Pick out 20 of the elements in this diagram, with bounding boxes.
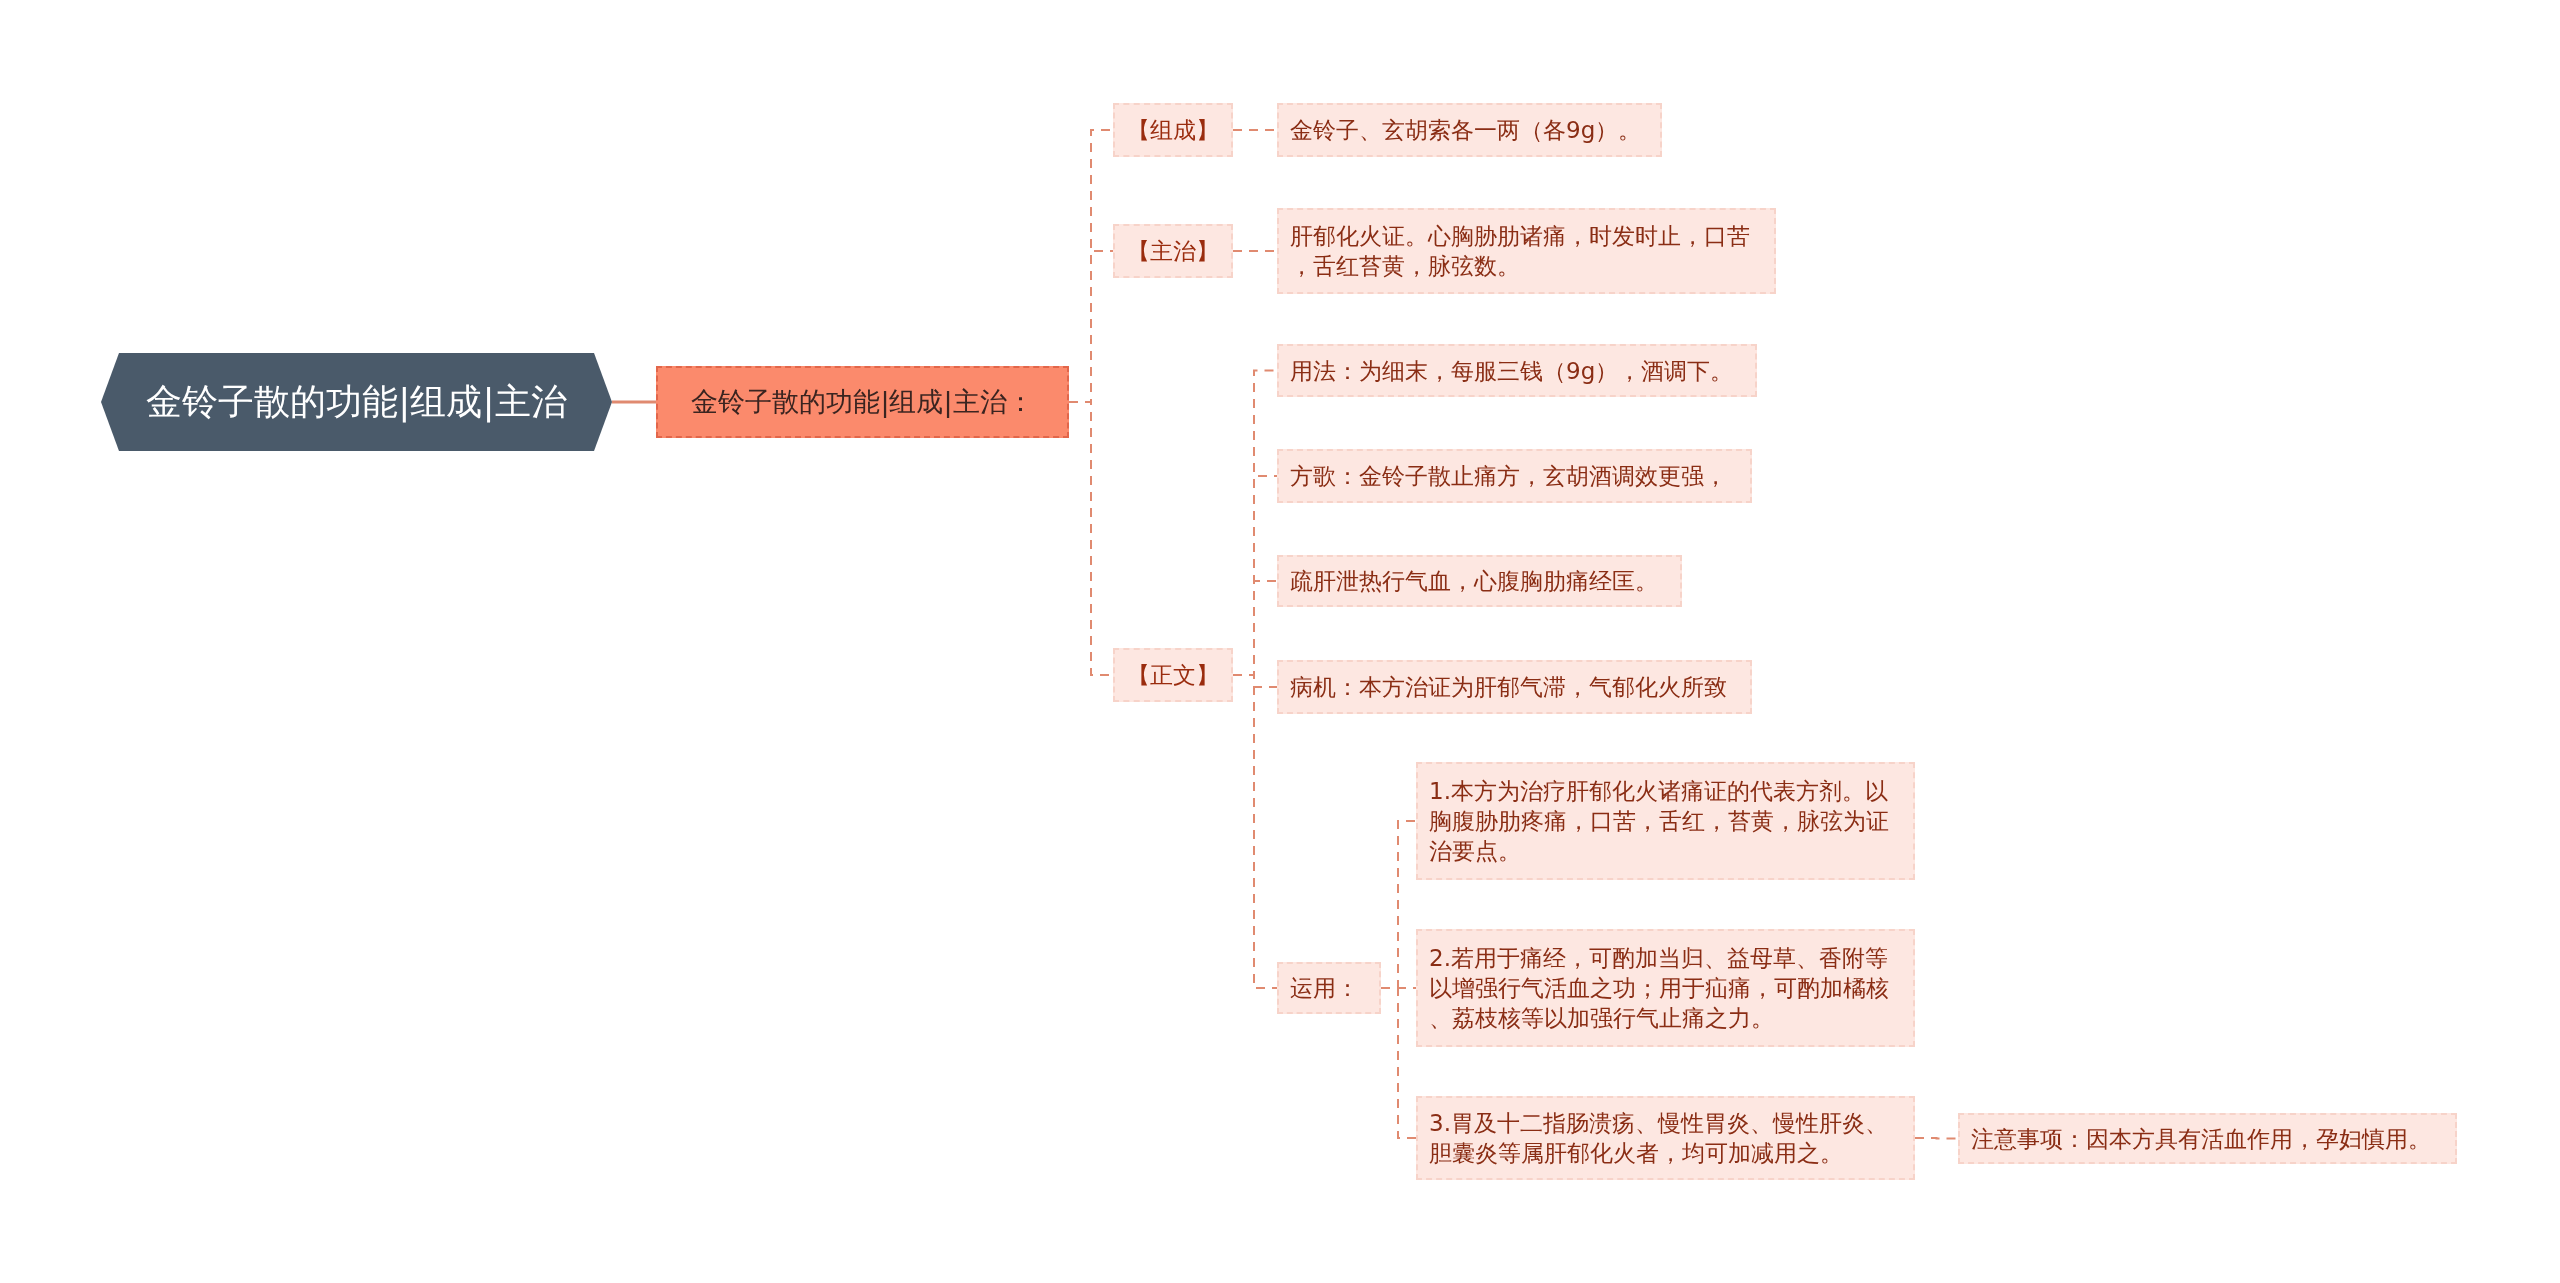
section-heading-box: 【主治】 (1113, 224, 1233, 278)
detail-box: 3.胃及十二指肠溃疡、慢性胃炎、慢性肝炎、胆囊炎等属肝郁化火者，均可加减用之。 (1416, 1096, 1915, 1180)
detail-box: 1.本方为治疗肝郁化火诸痛证的代表方剂。以胸腹胁肋疼痛，口苦，舌红，苔黄，脉弦为证治要点。 (1416, 762, 1915, 880)
connector-line (1232, 674, 1278, 989)
connector-line (1380, 987, 1417, 1139)
detail-box: 肝郁化火证。心胸胁肋诸痛，时发时止，口苦，舌红苔黄，脉弦数。 (1277, 208, 1776, 294)
detail-box: 2.若用于痛经，可酌加当归、益母草、香附等以增强行气活血之功；用于疝痛，可酌加橘核、荔枝核等以加强行气止痛之力。 (1416, 929, 1915, 1047)
detail-box: 运用： (1277, 962, 1381, 1014)
connector-line (1914, 1137, 1959, 1140)
detail-box: 金铃子、玄胡索各一两（各9g）。 (1277, 103, 1662, 157)
detail-box: 方歌：金铃子散止痛方，玄胡酒调效更强， (1277, 449, 1752, 503)
central-topic: 金铃子散的功能|组成|主治 (101, 353, 612, 451)
detail-box: 注意事项：因本方具有活血作用，孕妇慎用。 (1958, 1113, 2457, 1164)
section-heading-box: 【正文】 (1113, 648, 1233, 702)
connector-line (612, 400, 656, 404)
section-heading-box: 【组成】 (1113, 103, 1233, 157)
main-topic: 金铃子散的功能|组成|主治： (656, 366, 1069, 438)
detail-box: 疏肝泄热行气血，心腹胸肋痛经匡。 (1277, 555, 1682, 607)
detail-box: 用法：为细末，每服三钱（9g），酒调下。 (1277, 344, 1757, 397)
detail-box: 病机：本方治证为肝郁气滞，气郁化火所致 (1277, 660, 1752, 714)
